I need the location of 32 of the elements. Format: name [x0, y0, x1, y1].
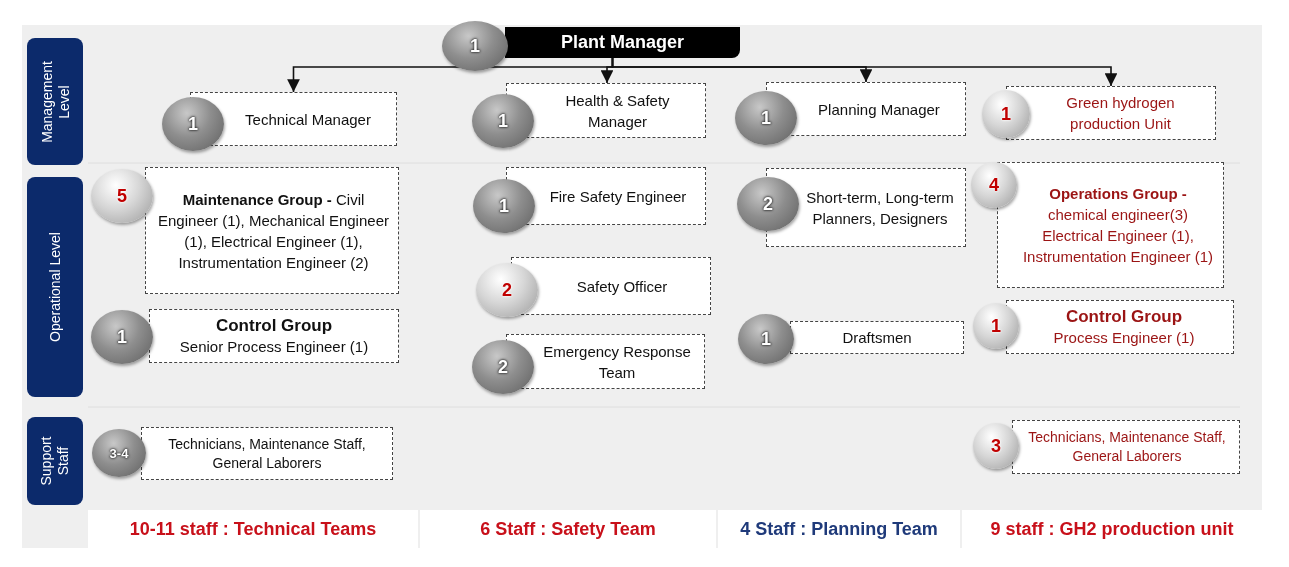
level-tab: [27, 177, 83, 397]
role-text: Maintenance Group - Civil Engineer (1), Mechanical Engineer (1), Electrical Engineer (1), Instrumentation Engineer (2): [157, 189, 390, 273]
role-text: Technicians, Maintenance Staff, General Laborers: [1027, 428, 1227, 466]
level-tab: [27, 417, 83, 505]
role-text: Green hydrogen production Unit: [1065, 93, 1176, 134]
role-text: Senior Process Engineer (1): [179, 337, 369, 357]
team-summary-text: 9 staff : GH2 production unit: [990, 518, 1234, 540]
level-tab: [27, 38, 83, 165]
manager-title: Plant Manager: [561, 32, 684, 53]
role-text: Operations Group - chemical engineer(3) Electrical Engineer (1), Instrumentation Engineer (1): [1021, 184, 1215, 267]
count-badge: 4: [971, 162, 1017, 208]
level-label: Management Level: [38, 59, 72, 145]
role-text: Planning Manager: [818, 99, 940, 120]
role-text: Emergency Response Team: [542, 341, 692, 383]
role-text: Technicians, Maintenance Staff, General Laborers: [167, 434, 367, 473]
role-text: Health & Safety Manager: [564, 90, 671, 132]
level-label: Support Staff: [38, 435, 72, 488]
role-text: Fire Safety Engineer: [549, 186, 687, 207]
team-summary-text: 10-11 staff : Technical Teams: [129, 518, 377, 540]
count-badge: 1: [982, 90, 1030, 138]
role-text: Draftsmen: [842, 328, 912, 348]
team-summary-text: 4 Staff : Planning Team: [740, 518, 938, 540]
role-text: Short-term, Long-term Planners, Designers: [805, 187, 955, 229]
group-heading: Control Group: [1065, 306, 1183, 327]
level-label: Operational Level: [45, 231, 64, 344]
role-text: Technical Manager: [245, 109, 371, 130]
team-summary-text: 6 Staff : Safety Team: [480, 518, 656, 540]
count-badge: 2: [737, 177, 799, 231]
group-heading: Control Group: [215, 315, 333, 336]
arrow: [611, 57, 1118, 87]
role-text: Process Engineer (1): [1053, 328, 1195, 348]
role-text: Safety Officer: [576, 276, 668, 297]
